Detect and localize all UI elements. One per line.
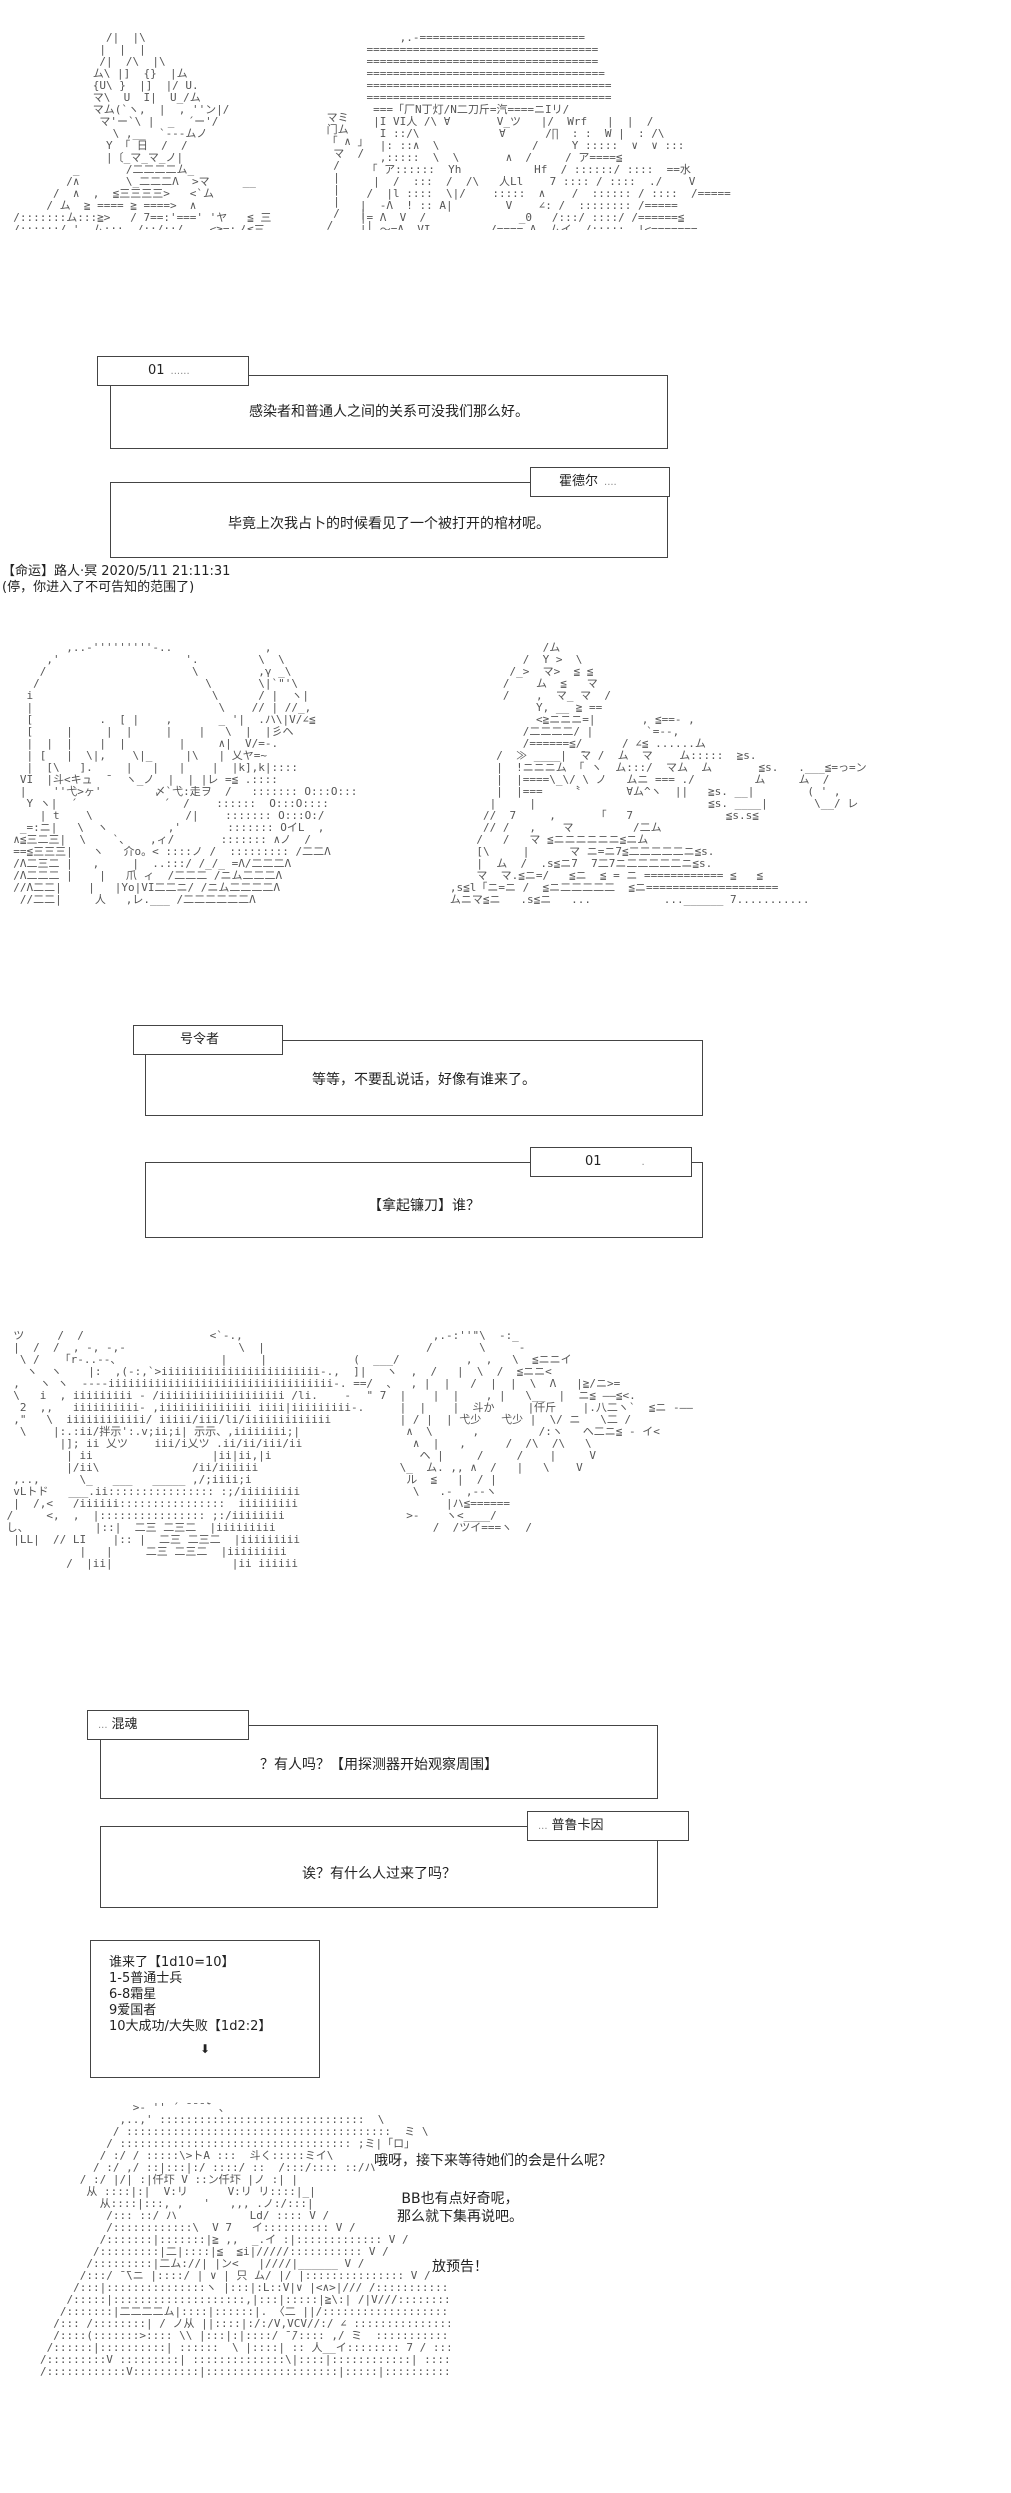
dice-roll-box: 谁来了【1d10=10】 1-5普通士兵 6-8霜星 9爱国者 10大成功/大失…	[90, 1940, 320, 2078]
ascii-art-panel3-left: ツ / / <`-., | / / , -, -,- \ | \ / 「r-..…	[6, 1329, 373, 1570]
comment-block: 【命运】路人·冥 2020/5/11 21:11:31 (停，你进入了不可告知的…	[2, 564, 230, 596]
ascii-art-panel3-right: ,.-:''"\ -:_ / \ - ( ___/ , , \ ≦ニニイ | ヽ…	[353, 1329, 693, 1534]
ending-line-1: 哦呀，接下来等待她们的会是什么呢？	[374, 2153, 612, 2169]
dialogue-line-3: 等等，不要乱说话，好像有谁来了。	[312, 1072, 536, 1088]
dice-line-4: 10大成功/大失败【1d2:2】	[109, 2019, 272, 2034]
ending-line-3: 那么就下集再说吧。	[397, 2209, 523, 2225]
tag-dots: ...	[98, 1720, 108, 1731]
speaker-tag-commander: 号令者	[133, 1025, 283, 1055]
speaker-tag-procaine: ...普鲁卡因	[527, 1811, 689, 1841]
ascii-art-panel1-right: ,.-========================= ===========…	[359, 31, 731, 231]
dialogue-line-5: ？有人吗？【用探测器开始观察周围】	[260, 1757, 498, 1773]
dice-line-2: 6-8霜星	[109, 1987, 157, 2002]
speaker-tag-01b: 01.	[530, 1147, 692, 1177]
ending-line-2: BB也有点好奇呢，	[401, 2191, 519, 2207]
tag-dots: .	[641, 1157, 645, 1168]
down-arrow-icon: ⬇	[199, 2042, 211, 2056]
comment-header: 【命运】路人·冥 2020/5/11 21:11:31	[2, 564, 231, 579]
tag-dots: ......	[170, 366, 190, 377]
dice-line-0: 谁来了【1d10=10】	[109, 1955, 235, 1970]
ascii-art-panel1-middle: マミ 门ム 「 ∧ 」 マ / / | | | / | / |	[326, 111, 373, 231]
ascii-art-panel1-left: /| |\ | | | /| /\ |\ ム\ |] {} |ム {U\ } |…	[13, 31, 272, 231]
speaker-tag-hodel: 霍德尔....	[530, 467, 670, 497]
speaker-tag-hunhun: ...混魂	[87, 1710, 249, 1740]
dialogue-line-1: 感染者和普通人之间的关系可没我们那么好。	[249, 404, 529, 420]
speaker-name-01: 01	[148, 363, 165, 378]
speaker-name-01b: 01	[585, 1154, 602, 1169]
tag-dots: ...	[538, 1821, 548, 1832]
dialogue-box-1: 感染者和普通人之间的关系可没我们那么好。	[110, 375, 668, 449]
ending-line-4: 放预告！	[432, 2259, 488, 2275]
dialogue-line-4: 【拿起镰刀】谁？	[368, 1198, 480, 1214]
dice-line-3: 9爱国者	[109, 2003, 157, 2018]
speaker-name-hunhun: 混魂	[111, 1717, 138, 1732]
tag-dots: ....	[604, 477, 617, 488]
ascii-art-ending-girl: >‐ '' ´ ̄ ̄ ̄ ̄` 、 ,..,' :::::::::::::::…	[40, 2101, 450, 2378]
comment-body: (停，你进入了不可告知的范围了)	[2, 580, 195, 595]
speaker-name-procaine: 普鲁卡因	[551, 1818, 604, 1833]
dialogue-line-2: 毕竟上次我占卜的时候看见了一个被打开的棺材呢。	[228, 516, 550, 532]
ascii-art-panel2-left: ,..-'''''''''-.. , ,' '. \ \ / \ ,γ _\ /…	[13, 641, 358, 906]
speaker-tag-01: 01......	[97, 356, 249, 386]
speaker-name-hodel: 霍德尔	[559, 474, 599, 489]
dice-line-1: 1-5普通士兵	[109, 1971, 183, 1986]
speaker-name-commander: 号令者	[180, 1032, 220, 1047]
ascii-art-panel2-right: /ム / Y > \ /_> マ> ≦ ≦ / ム ≦ マ / , マ_ マ /…	[449, 641, 867, 906]
dialogue-line-6: 诶？有什么人过来了吗？	[302, 1866, 456, 1882]
